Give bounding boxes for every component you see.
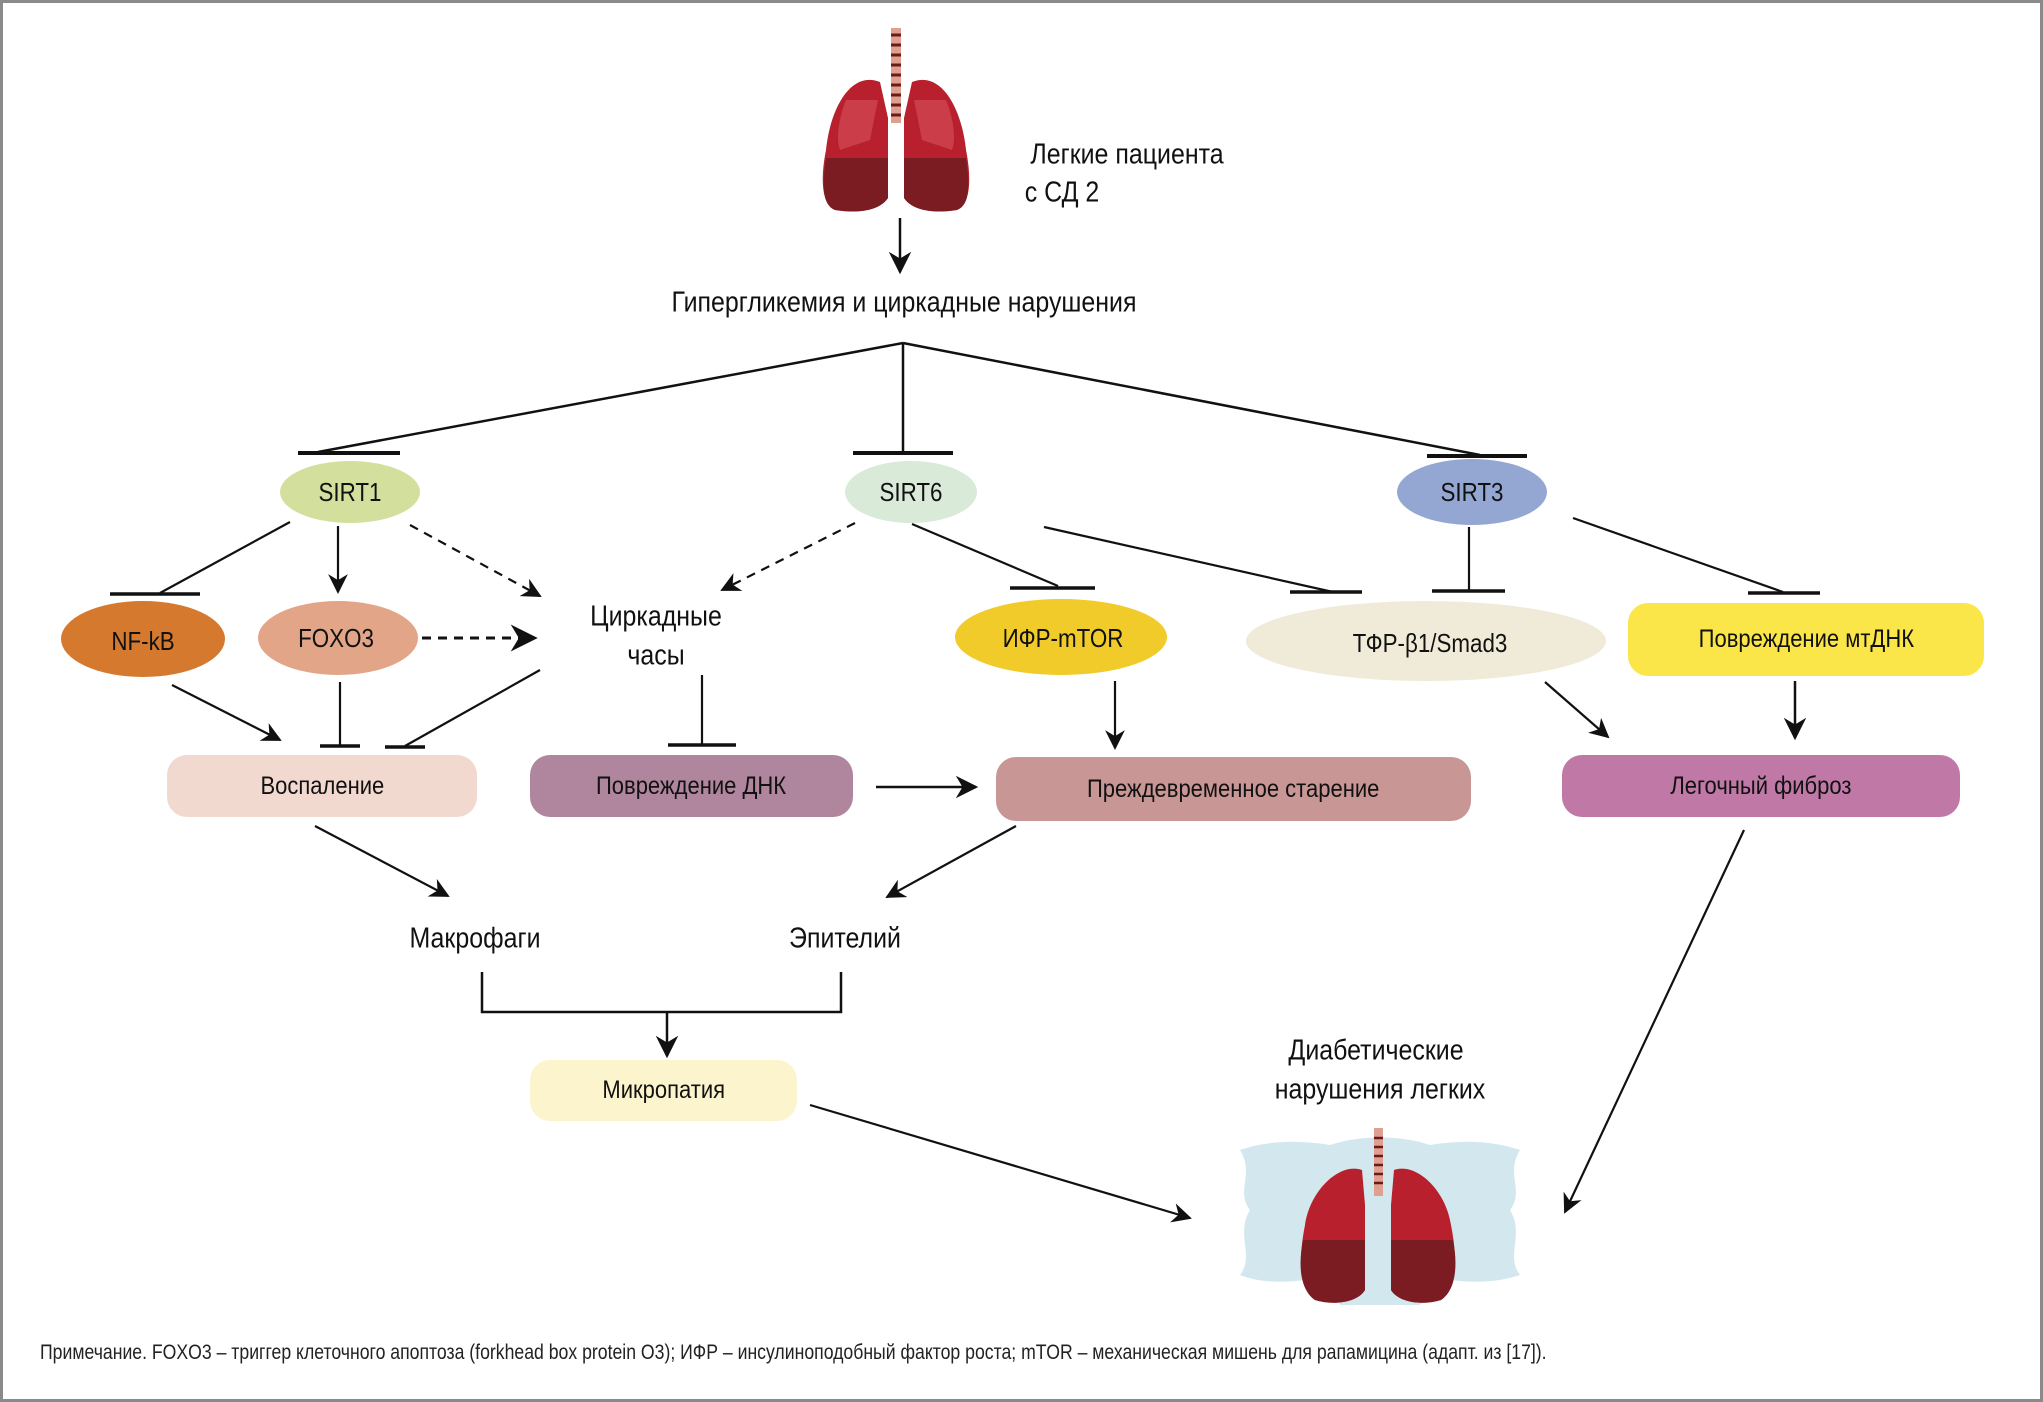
- edge-sirt1-to-circadian: [409, 524, 542, 597]
- label-macrophages: Макрофаги: [409, 922, 541, 955]
- edge-tgf-to-fibrosis: [1544, 681, 1610, 739]
- figure-footnote: Примечание. FOXO3 – триггер клеточного а…: [40, 1341, 1547, 1364]
- patient-lungs-label-line2: с СД 2: [1024, 176, 1100, 209]
- label-sirt1: SIRT1: [318, 477, 382, 507]
- label-foxo3: FOXO3: [298, 623, 374, 653]
- patient-lungs-label-line1: Легкие пациента: [1030, 138, 1224, 171]
- label-tgf-smad3: ТФР-β1/Smad3: [1352, 628, 1508, 658]
- node-dna-damage: Повреждение ДНК: [530, 755, 853, 817]
- label-pulmonary-fibrosis: Легочный фиброз: [1670, 771, 1852, 800]
- label-mtdna-damage: Повреждение мтДНК: [1698, 625, 1914, 653]
- edge-sirt3-inhibits-mtdna: [1572, 516, 1784, 594]
- trigger-label: Гипергликемия и циркадные нарушения: [671, 286, 1137, 319]
- edge-sirt6-inhibits-tgf: [1043, 525, 1334, 594]
- node-tgf-smad3: [1246, 601, 1606, 681]
- label-epithelium: Эпителий: [789, 922, 901, 955]
- node-pulmonary-fibrosis: Легочный фиброз: [1562, 755, 1960, 817]
- outcome-label-line2: нарушения легких: [1274, 1073, 1486, 1106]
- label-micropathy: Микропатия: [602, 1076, 725, 1104]
- node-micropathy: Микропатия: [530, 1060, 797, 1121]
- node-nfkb: [61, 601, 225, 677]
- outcome-label-line1: Диабетические: [1288, 1034, 1464, 1067]
- label-sirt6: SIRT6: [879, 477, 943, 507]
- label-circadian-line2: часы: [627, 639, 685, 672]
- edge-aging-to-epithelium: [885, 825, 1017, 898]
- edge-fibrosis-to-outcome: [1563, 829, 1745, 1214]
- diabetic-lungs-icon: [1240, 1128, 1520, 1305]
- merge-bracket: [480, 972, 843, 1014]
- edge-inflammation-to-macrophages: [314, 825, 450, 897]
- edge-sirt1-inhibits-nfkb: [159, 521, 291, 594]
- edge-sirt6-inhibits-igf-mtor: [911, 522, 1059, 588]
- trigger-inhibition-branches: [298, 341, 1527, 458]
- edge-sirt6-to-circadian: [720, 522, 856, 591]
- node-igf-mtor: [955, 599, 1167, 675]
- label-sirt3: SIRT3: [1440, 477, 1504, 507]
- label-dna-damage: Повреждение ДНК: [596, 771, 787, 800]
- edge-circadian-inhibits-inflammation: [404, 669, 541, 747]
- label-nfkb: NF-kB: [111, 626, 175, 656]
- node-premature-aging: Преждевременное старение: [996, 757, 1471, 821]
- node-inflammation: Воспаление: [167, 755, 477, 817]
- node-mtdna-damage: Повреждение мтДНК: [1628, 603, 1984, 676]
- node-sirt3: [1397, 459, 1547, 525]
- patient-lungs-icon: [822, 28, 970, 212]
- label-circadian-line1: Циркадные: [590, 600, 722, 633]
- label-inflammation: Воспаление: [260, 771, 384, 800]
- node-sirt1: [280, 461, 420, 523]
- node-foxo3: [258, 601, 418, 675]
- edge-nfkb-to-inflammation: [171, 684, 282, 741]
- label-premature-aging: Преждевременное старение: [1087, 774, 1380, 803]
- edge-micropathy-to-outcome: [809, 1103, 1192, 1223]
- node-sirt6: [845, 461, 977, 523]
- label-igf-mtor: ИФР-mTOR: [1002, 623, 1124, 653]
